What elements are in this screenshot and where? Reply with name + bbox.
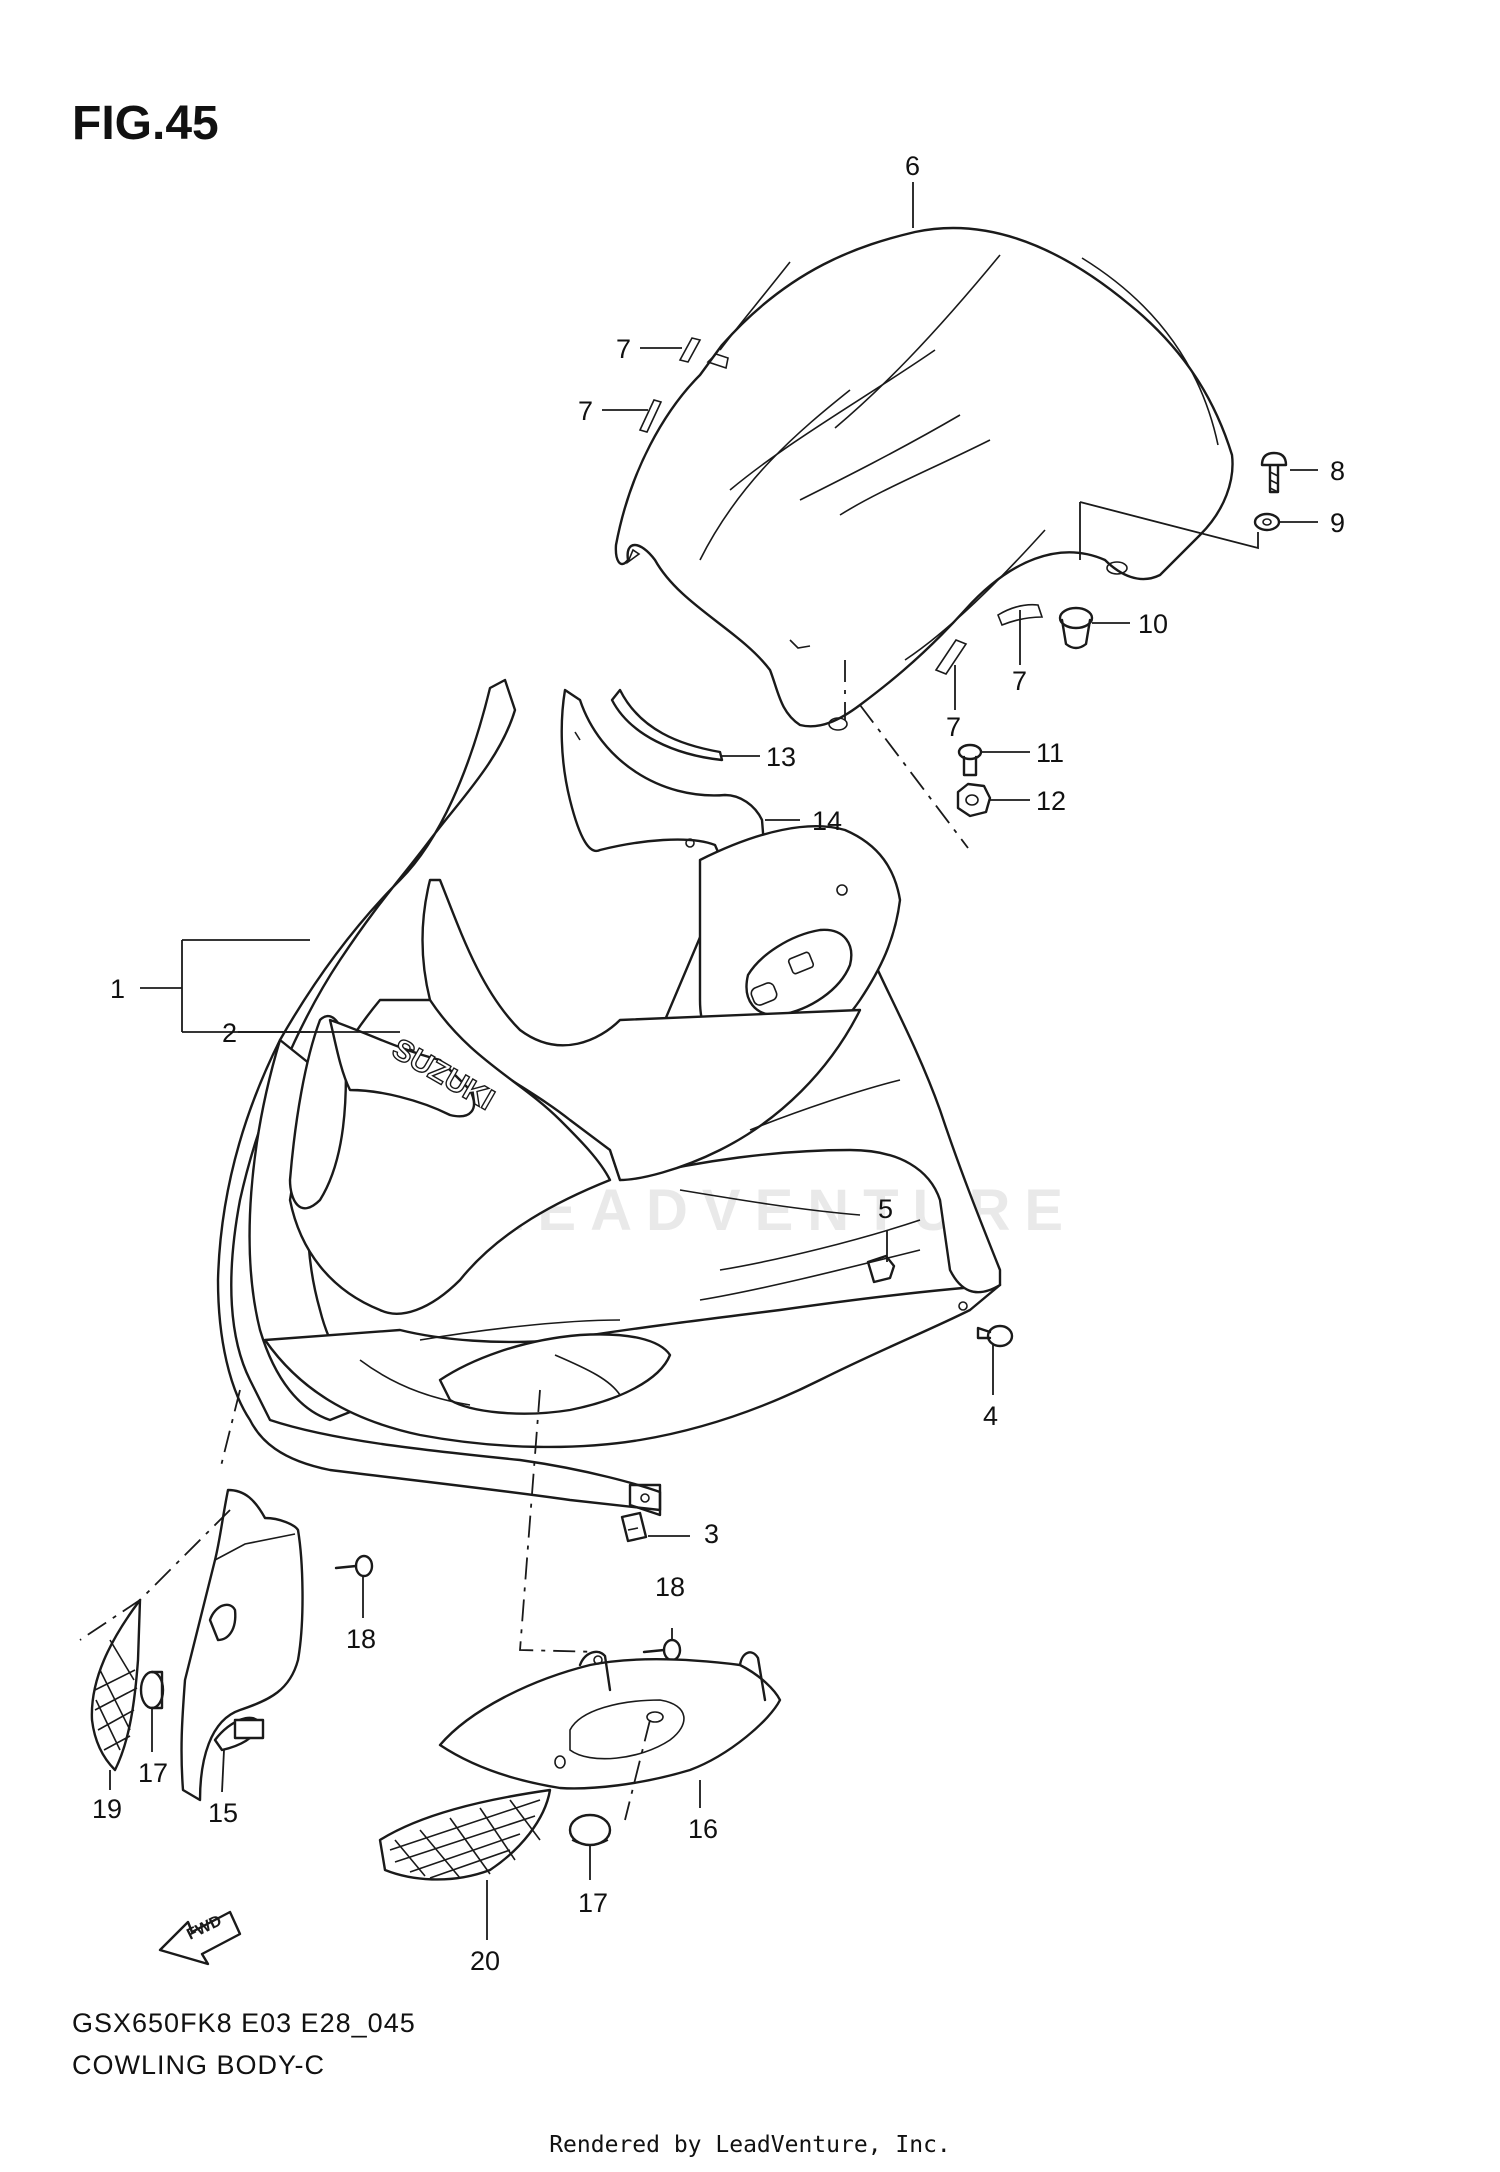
callout-17a: 17	[138, 1758, 168, 1788]
part-6-windscreen	[614, 226, 1234, 731]
callout-10: 10	[1138, 609, 1168, 639]
callout-15: 15	[208, 1798, 238, 1828]
part-18-screw-a	[334, 1554, 374, 1578]
footer-credit: Rendered by LeadVenture, Inc.	[549, 2132, 951, 2158]
callout-11: 11	[1036, 738, 1064, 768]
callout-9: 9	[1330, 508, 1345, 538]
callout-7b: 7	[578, 396, 593, 426]
callout-13: 13	[766, 742, 796, 772]
part-20-mesh	[378, 1788, 552, 1881]
figure-title: FIG.45	[72, 97, 219, 150]
callout-8: 8	[1330, 456, 1345, 486]
part-4-screw	[976, 1324, 1014, 1348]
part-13-trim	[610, 688, 724, 762]
diagram-name: COWLING BODY-C	[72, 2050, 326, 2080]
part-5-clip	[866, 1254, 896, 1284]
callout-18a: 18	[346, 1624, 376, 1654]
callout-19: 19	[92, 1794, 122, 1824]
callout-7c: 7	[1012, 666, 1027, 696]
part-17-grommet-b	[568, 1813, 612, 1847]
callout-12: 12	[1036, 786, 1066, 816]
callout-3: 3	[704, 1519, 719, 1549]
leader-lines	[109, 182, 1318, 1940]
part-17-grommet-a	[139, 1670, 165, 1710]
alignment-lines	[79, 660, 969, 1821]
part-8-screw	[1260, 451, 1288, 494]
part-12-nut	[956, 782, 992, 818]
part-7-seal-tapes	[638, 337, 1044, 675]
model-code: GSX650FK8 E03 E28_045	[72, 2008, 416, 2038]
callout-20: 20	[470, 1946, 500, 1976]
callout-1: 1	[110, 974, 125, 1004]
callout-7d: 7	[946, 712, 961, 742]
part-1-upper-cowling: SUZUKI	[216, 678, 1002, 1517]
part-19-mesh	[90, 1598, 142, 1772]
callout-2: 2	[222, 1018, 237, 1048]
callout-4: 4	[983, 1401, 998, 1431]
part-16-lower-panel	[438, 1650, 782, 1790]
part-3-clip	[620, 1511, 648, 1543]
callout-16: 16	[688, 1814, 718, 1844]
callout-7a: 7	[616, 334, 631, 364]
callout-5: 5	[878, 1194, 893, 1224]
callout-14: 14	[812, 806, 842, 836]
callout-6: 6	[905, 151, 920, 181]
part-11-screw	[957, 743, 983, 777]
part-15-side-duct	[180, 1488, 304, 1802]
callout-17b: 17	[578, 1888, 608, 1918]
callout-labels: 1 2 3 4 5 6 7 7 7 7 8 9 10 11 12 13 14 1…	[92, 151, 1345, 1976]
fwd-direction-arrow: FWD	[158, 1910, 242, 1966]
part-9-washer	[1253, 512, 1281, 532]
part-18-screw-b	[642, 1638, 682, 1662]
part-10-well-nut	[1058, 606, 1094, 650]
callout-18b: 18	[655, 1572, 685, 1602]
